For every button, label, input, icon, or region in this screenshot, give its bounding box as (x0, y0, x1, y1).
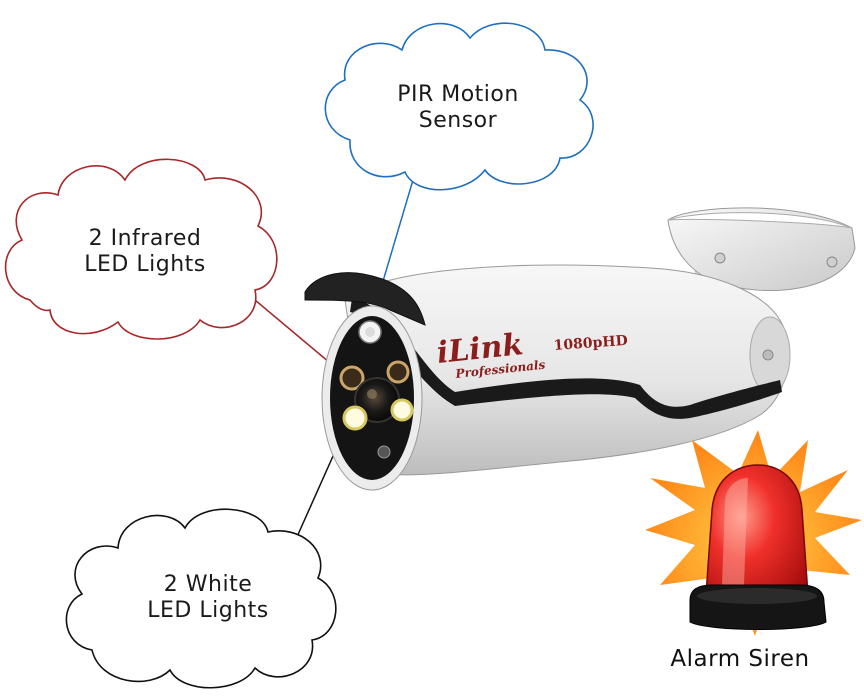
bullet-camera: iLink Professionals 1080pHD (304, 207, 856, 491)
trim-stripe (350, 298, 782, 419)
infrared-label-line1: 2 Infrared (88, 226, 202, 251)
resolution-label: 1080pHD (553, 333, 628, 354)
wall-mount (667, 207, 856, 291)
infrared-callout-label: 2 Infrared LED Lights (30, 226, 260, 278)
white-label-line1: 2 White (163, 572, 253, 597)
pir-label-line1: PIR Motion (397, 82, 519, 107)
infrared-led-left (339, 365, 365, 391)
white-callout-label: 2 White LED Lights (92, 572, 324, 624)
white-callout-cloud (65, 508, 337, 689)
white-label-line2: LED Lights (147, 598, 269, 623)
alarm-siren (645, 430, 862, 636)
infrared-led-right (386, 360, 410, 384)
infrared-callout-cloud (4, 158, 278, 340)
siren-label: Alarm Siren (670, 646, 810, 672)
pir-callout-label: PIR Motion Sensor (348, 82, 568, 134)
mount-screw (714, 252, 726, 264)
pir-callout-cloud (324, 22, 594, 191)
siren-dome (705, 464, 809, 596)
sun-hood (304, 272, 426, 326)
white-led-right (390, 398, 414, 422)
white-led-left (342, 405, 368, 431)
pir-label-line2: Sensor (418, 108, 498, 133)
infrared-label-line2: LED Lights (84, 252, 206, 277)
